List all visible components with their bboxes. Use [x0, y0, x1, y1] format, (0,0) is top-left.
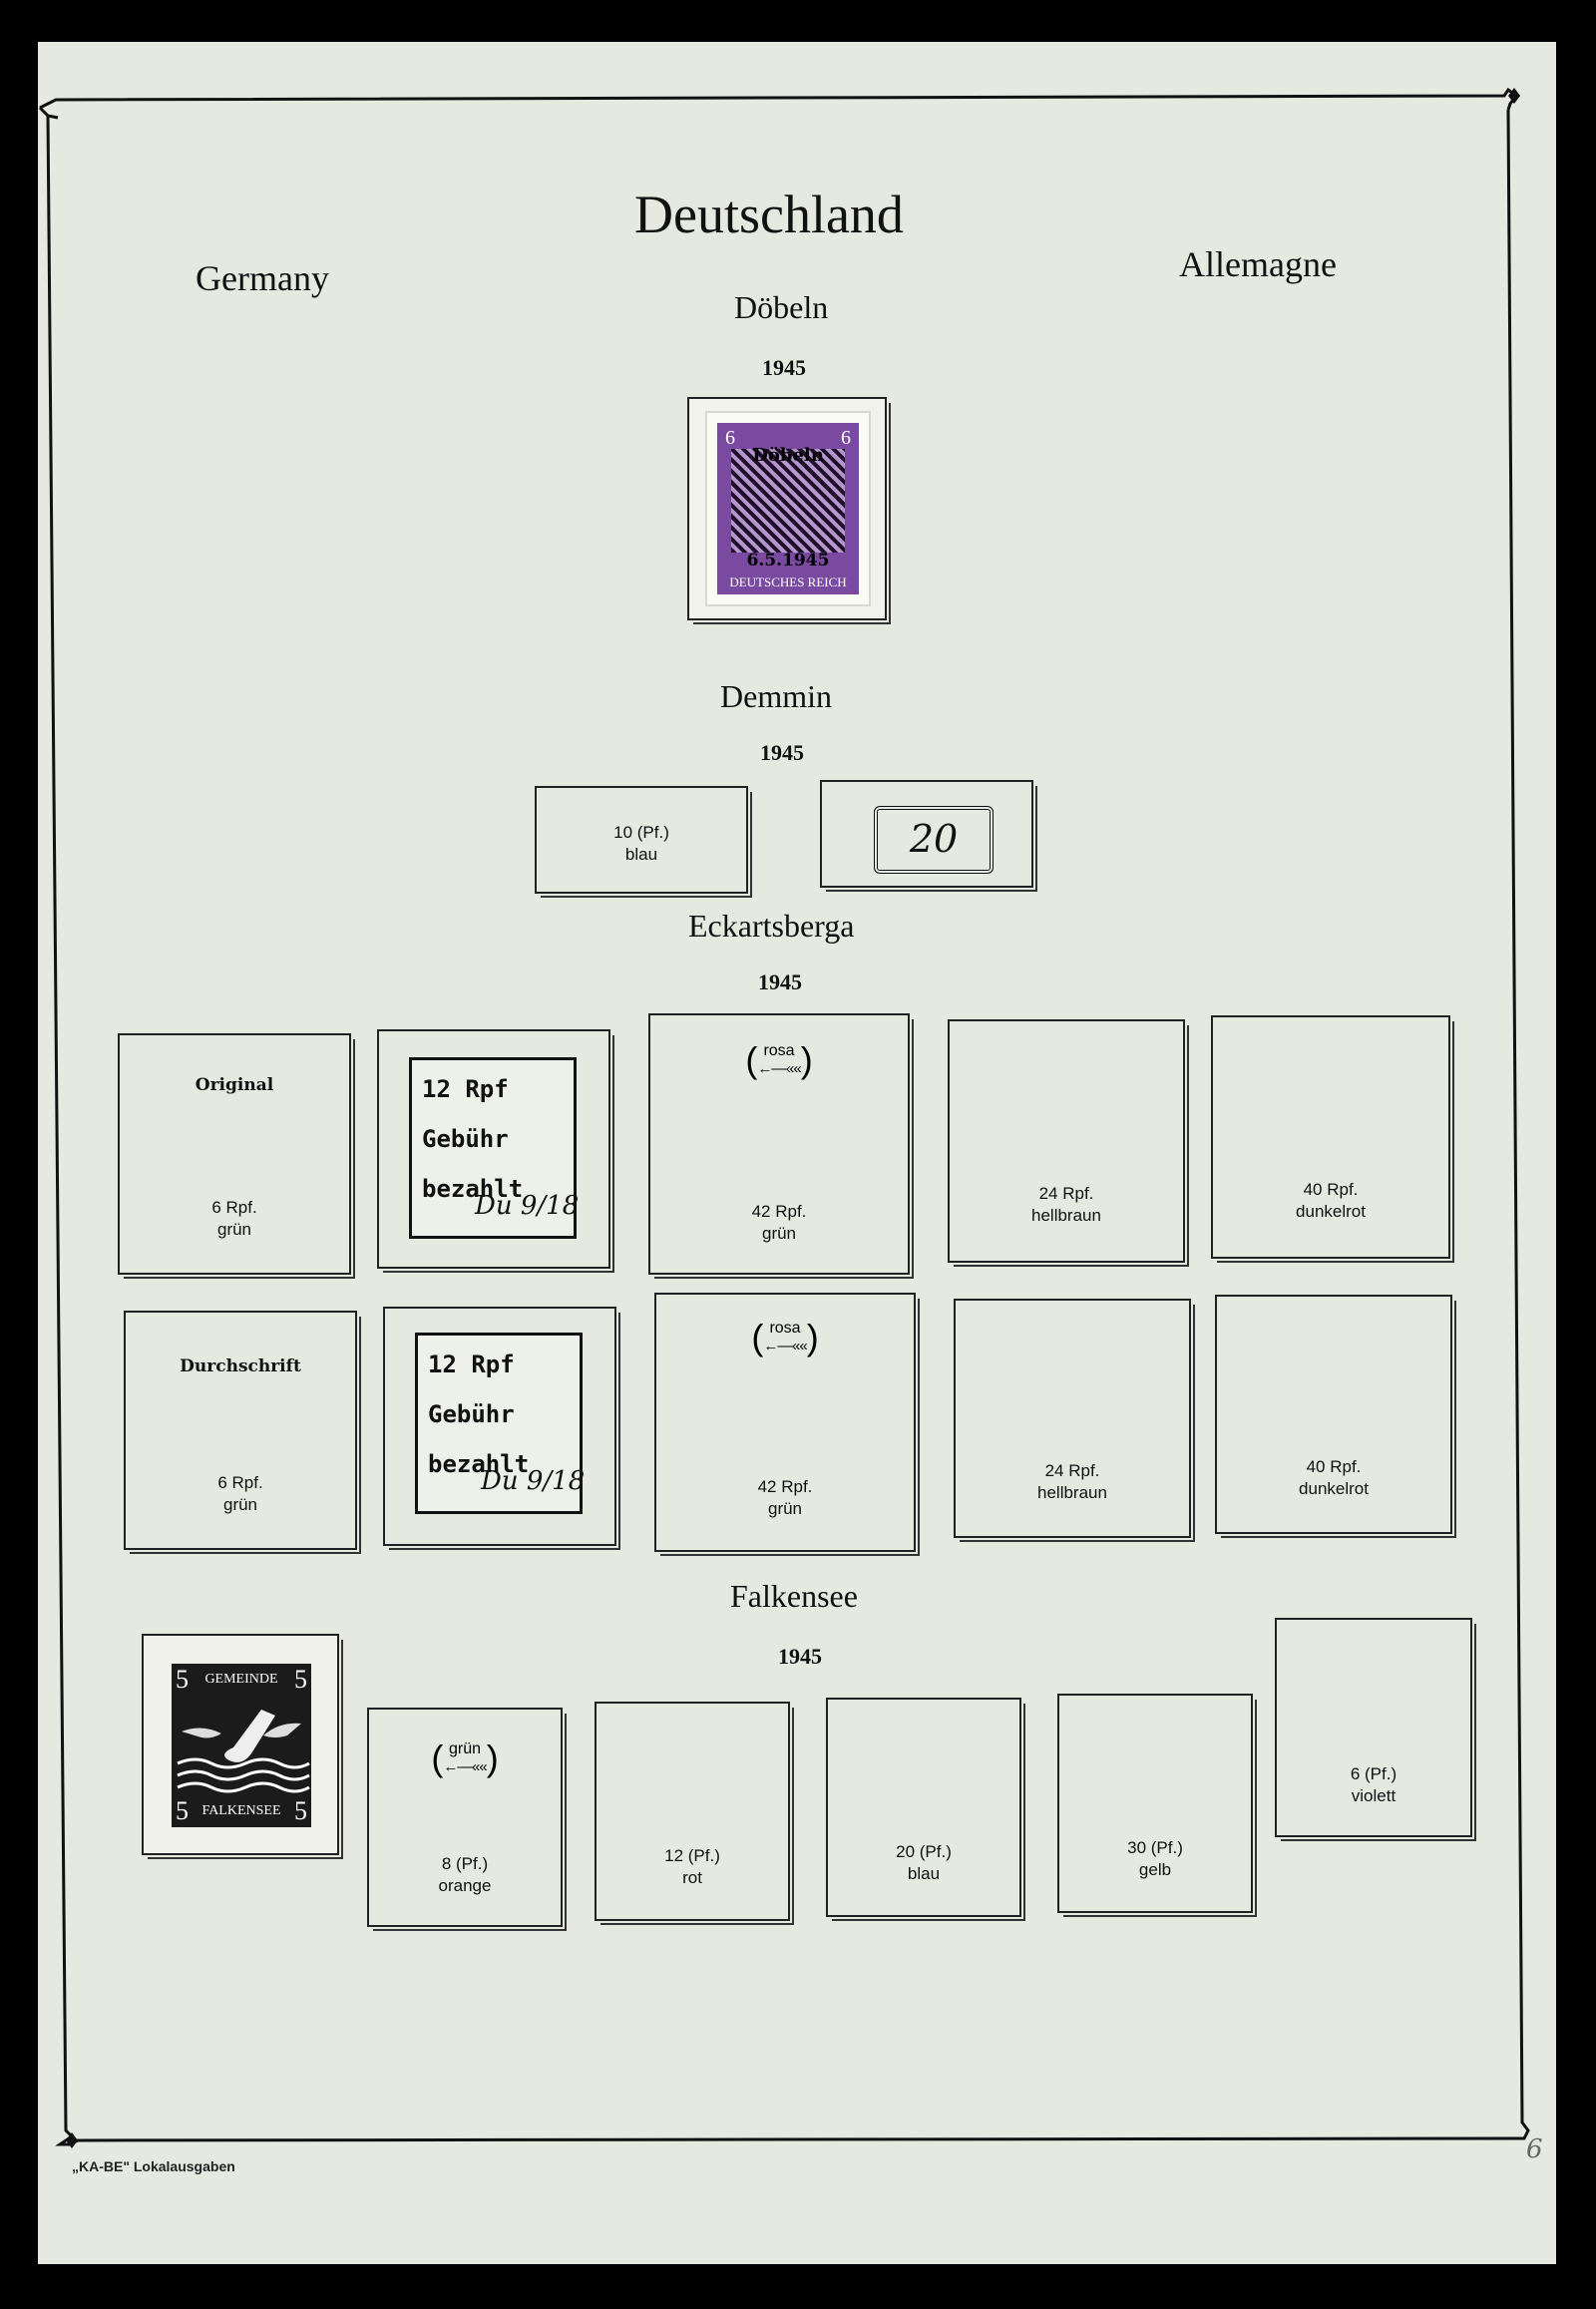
stamp-country: DEUTSCHES REICH: [729, 575, 847, 589]
slot-value: 42 Rpf.: [751, 1202, 807, 1221]
stamp-bottom-text: FALKENSEE: [201, 1803, 281, 1818]
stamp-value-left: 6: [725, 427, 735, 449]
overprint-gebuehr-bezahlt: 12 Rpf Gebühr bezahlt: [409, 1057, 577, 1239]
slot-eckartsberga-r1-4: 24 Rpf. hellbraun: [948, 1019, 1189, 1267]
slot-color: hellbraun: [1037, 1483, 1107, 1502]
overprint-line: Gebühr: [422, 1125, 509, 1153]
section-title-demmin: Demmin: [720, 678, 832, 714]
stamp-value-right: 5: [293, 1665, 307, 1694]
overprint-line: 12 Rpf: [428, 1350, 515, 1378]
slot-color: orange: [438, 1876, 492, 1895]
color-note: rosa: [763, 1042, 795, 1059]
handstamp-20: 20: [874, 806, 994, 874]
overprint-line: bezahlt: [428, 1450, 530, 1478]
slot-value: 8 (Pf.): [441, 1854, 489, 1873]
section-year-doebeln: 1945: [762, 355, 806, 380]
slot-value: 30 (Pf.): [1127, 1838, 1183, 1857]
slot-color: blau: [907, 1864, 941, 1883]
slot-color: violett: [1351, 1786, 1396, 1805]
slot-color: grün: [761, 1224, 797, 1243]
slot-demmin-20: 20: [820, 780, 1037, 892]
page-title: Deutschland: [634, 185, 904, 244]
section-year-falkensee: 1945: [778, 1644, 822, 1669]
arrow-icon: ←––««: [757, 1060, 801, 1077]
slot-falkensee-6: 6 (Pf.) violett: [1275, 1618, 1476, 1841]
slot-eckartsberga-r2-5: 40 Rpf. dunkelrot: [1215, 1295, 1456, 1538]
overprint-line: 12 Rpf: [422, 1075, 509, 1103]
stamp-value-bottom-right: 5: [293, 1796, 307, 1825]
signature: Du 9/18: [475, 1191, 580, 1221]
section-title-eckartsberga: Eckartsberga: [688, 908, 855, 944]
slot-value: 6 Rpf.: [211, 1198, 257, 1217]
title-french: Allemagne: [1179, 244, 1337, 284]
slot-eckartsberga-r1-1: Original 6 Rpf. grün: [118, 1033, 355, 1279]
stamp-value-right: 6: [841, 427, 851, 449]
slot-value: 24 Rpf.: [1044, 1461, 1100, 1480]
slot-eckartsberga-r2-1: Durchschrift 6 Rpf. grün: [124, 1311, 361, 1554]
section-title-doebeln: Döbeln: [734, 289, 829, 325]
label-original: Original: [195, 1075, 274, 1095]
slot-value: 42 Rpf.: [757, 1477, 813, 1496]
slot-color: grün: [767, 1499, 803, 1518]
stamp-mount-doebeln: 6 6 Döbeln 6.5.1945 DEUTSCHES REICH: [687, 397, 891, 624]
slot-color: dunkelrot: [1296, 1202, 1366, 1221]
slot-eckartsberga-r2-3: (rosa←––««) 42 Rpf.grün: [654, 1293, 920, 1556]
section-year-demmin: 1945: [760, 740, 804, 765]
slot-eckartsberga-r2-4: 24 Rpf. hellbraun: [954, 1299, 1195, 1542]
slot-color: blau: [624, 845, 658, 864]
slot-value: 6 Rpf.: [217, 1473, 263, 1492]
slot-falkensee-8: (grün←––««) 8 (Pf.)orange: [367, 1708, 567, 1931]
slot-falkensee-30: 30 (Pf.) gelb: [1057, 1694, 1257, 1917]
slot-value: 10 (Pf.): [613, 823, 669, 842]
stamp-overprint-top: Döbeln: [752, 445, 824, 466]
slot-color: dunkelrot: [1299, 1479, 1369, 1498]
section-title-falkensee: Falkensee: [730, 1578, 858, 1614]
slot-eckartsberga-r1-3: (rosa←––««) 42 Rpf.grün: [648, 1013, 914, 1279]
stamp-value-left: 5: [176, 1665, 189, 1694]
arrow-icon: ←––««: [763, 1338, 807, 1354]
slot-value: 12 (Pf.): [664, 1846, 720, 1865]
stamp-overprint-date: 6.5.1945: [746, 551, 830, 571]
overprint-line: Gebühr: [428, 1400, 515, 1428]
stamp-value-bottom-left: 5: [176, 1796, 189, 1825]
slot-eckartsberga-r2-2: 12 Rpf Gebühr bezahlt Du 9/18: [383, 1307, 620, 1550]
slot-color: grün: [216, 1220, 252, 1239]
dove-icon: [177, 1710, 310, 1793]
page-number: 6: [1526, 2134, 1543, 2164]
stamp-mount-falkensee: 5 GEMEINDE 5 5 FALKENSEE 5: [142, 1634, 343, 1859]
slot-color: hellbraun: [1031, 1206, 1101, 1225]
signature: Du 9/18: [481, 1466, 586, 1496]
stamp-falkensee: 5 GEMEINDE 5 5 FALKENSEE 5: [172, 1664, 311, 1827]
slot-color: grün: [222, 1495, 258, 1514]
slot-value: 40 Rpf.: [1306, 1457, 1362, 1476]
arrow-icon: ←––««: [443, 1758, 487, 1775]
overprint-line: bezahlt: [422, 1175, 524, 1203]
slot-value: 40 Rpf.: [1303, 1180, 1359, 1199]
slot-value: 24 Rpf.: [1038, 1184, 1094, 1203]
section-year-eckartsberga: 1945: [758, 969, 802, 994]
slot-eckartsberga-r1-2: 12 Rpf Gebühr bezahlt Du 9/18: [377, 1029, 614, 1273]
slot-value: 6 (Pf.): [1350, 1764, 1397, 1783]
slot-color: gelb: [1138, 1860, 1172, 1879]
footer-imprint: „KA-BE" Lokalausgaben: [72, 2158, 235, 2174]
slot-demmin-10: 10 (Pf.) blau: [535, 786, 752, 898]
stamp-doebeln: 6 6 Döbeln 6.5.1945 DEUTSCHES REICH: [707, 413, 869, 604]
title-english: Germany: [196, 258, 329, 298]
color-note: rosa: [769, 1320, 801, 1337]
slot-eckartsberga-r1-5: 40 Rpf. dunkelrot: [1211, 1015, 1454, 1263]
slot-color: rot: [682, 1868, 702, 1887]
label-durchschrift: Durchschrift: [180, 1356, 301, 1376]
color-note: grün: [448, 1740, 482, 1757]
overprint-gebuehr-bezahlt: 12 Rpf Gebühr bezahlt: [415, 1333, 583, 1514]
slot-falkensee-12: 12 (Pf.) rot: [595, 1702, 794, 1925]
slot-value: 20 (Pf.): [896, 1842, 952, 1861]
slot-falkensee-20: 20 (Pf.) blau: [826, 1698, 1025, 1921]
stamp-top-text: GEMEINDE: [204, 1672, 278, 1687]
